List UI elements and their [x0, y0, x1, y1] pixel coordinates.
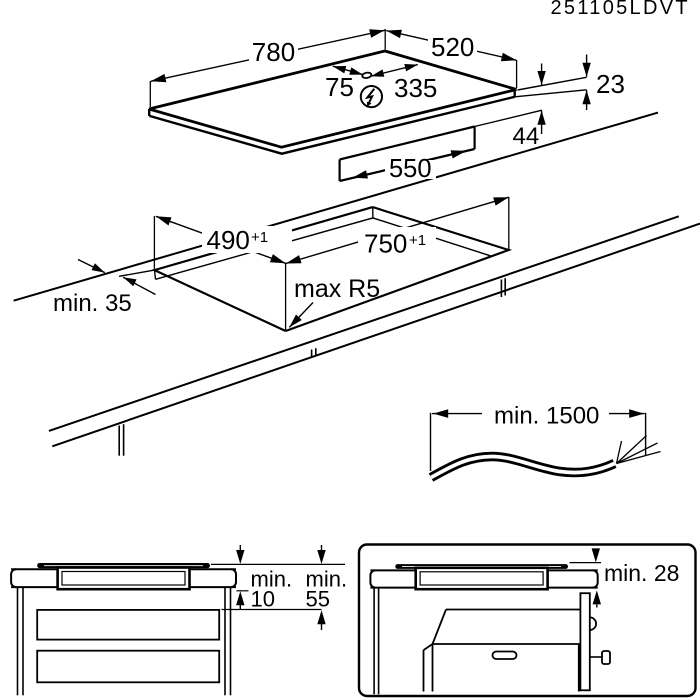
svg-text:520: 520 [431, 32, 474, 62]
svg-text:+1: +1 [251, 229, 268, 246]
svg-text:+1: +1 [409, 232, 426, 249]
svg-text:75: 75 [325, 72, 354, 102]
svg-text:min. 28: min. 28 [604, 560, 679, 586]
svg-text:550: 550 [389, 155, 432, 183]
svg-text:min.: min. [306, 567, 348, 592]
svg-text:251105LDVT: 251105LDVT [551, 0, 690, 19]
svg-text:335: 335 [394, 73, 437, 103]
svg-text:min. 35: min. 35 [53, 290, 132, 317]
svg-text:55: 55 [306, 587, 330, 612]
svg-text:490: 490 [207, 225, 250, 255]
svg-text:10: 10 [251, 587, 275, 612]
svg-text:max R5: max R5 [294, 275, 380, 303]
svg-text:780: 780 [252, 37, 295, 67]
svg-text:44: 44 [513, 123, 540, 150]
svg-text:min.: min. [251, 567, 293, 592]
svg-text:750: 750 [364, 229, 407, 259]
svg-text:23: 23 [596, 69, 625, 99]
svg-text:min. 1500: min. 1500 [494, 403, 599, 430]
